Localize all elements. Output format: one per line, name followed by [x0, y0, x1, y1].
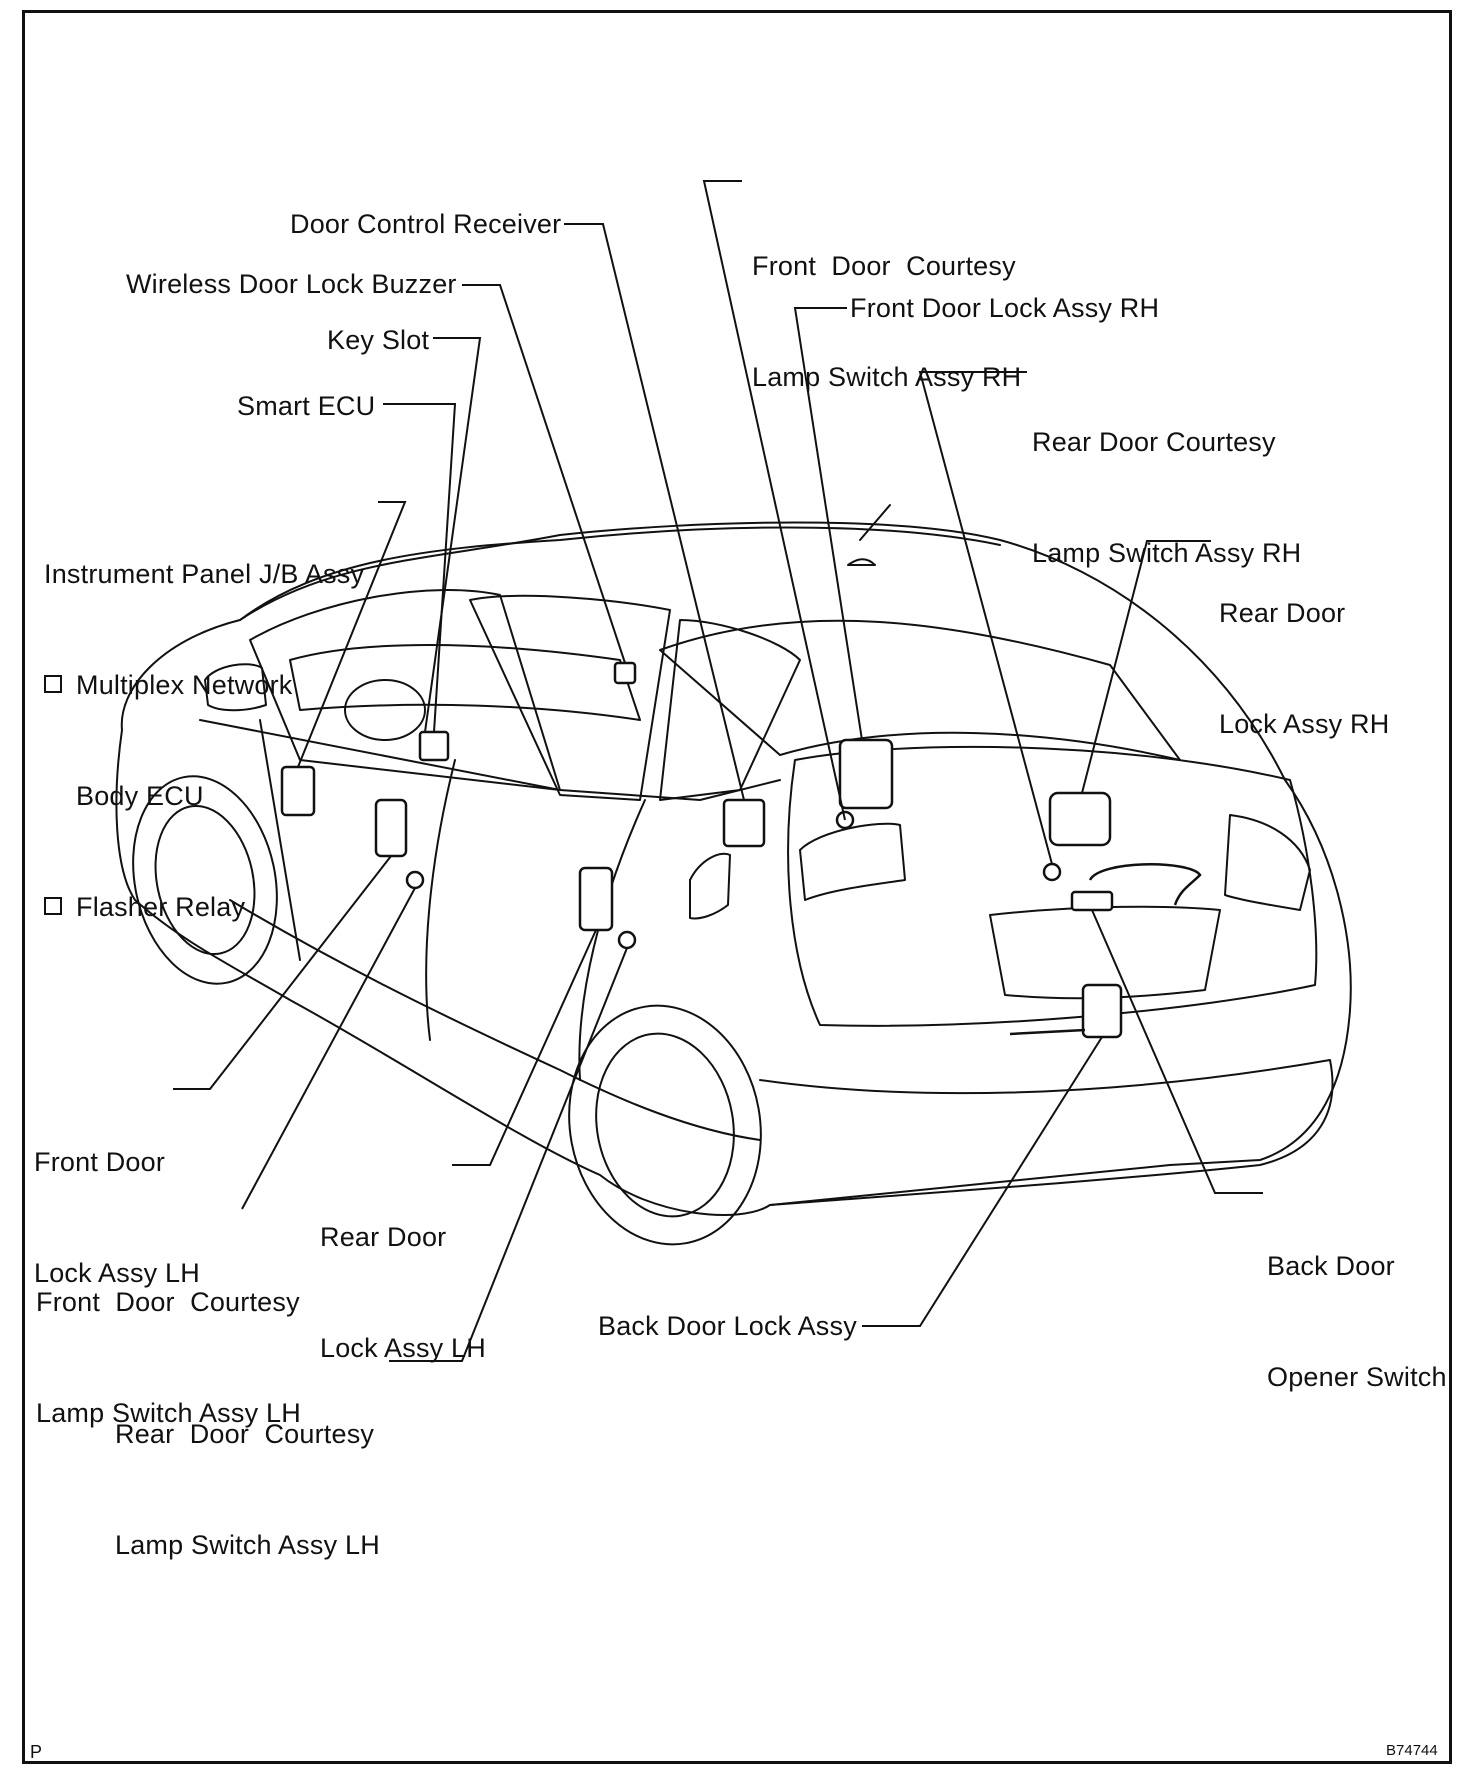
side-mirror — [204, 663, 267, 712]
front-wheel-outer — [132, 775, 278, 985]
label-front-door-lock-rh: Front Door Lock Assy RH — [850, 293, 1160, 323]
front-door-line — [259, 719, 301, 961]
leader-front-door-lock-rh — [793, 307, 863, 741]
corner-mark: P — [30, 1742, 43, 1762]
instrument-panel-item-1: Multiplex Network — [44, 667, 364, 704]
figure-id: B74744 — [1386, 1742, 1438, 1759]
rear-window — [659, 619, 1181, 761]
instrument-panel-item-2: Flasher Relay — [44, 889, 364, 926]
component-rear-door-lock-rh — [1048, 791, 1112, 847]
leader-wireless-buzzer — [462, 284, 626, 664]
component-wireless-buzzer — [613, 661, 637, 685]
component-back-door-lock — [1081, 983, 1123, 1039]
instrument-panel-title: Instrument Panel J/B Assy — [44, 559, 365, 589]
leader-rear-courtesy-rh — [918, 371, 1053, 865]
component-smart-ecu — [418, 730, 450, 762]
label-front-door-courtesy-lamp-switch-lh: Front Door Courtesy Lamp Switch Assy LH — [36, 1287, 301, 1428]
leader-front-courtesy-rh — [702, 180, 846, 821]
hatch-outline — [787, 745, 1318, 1027]
label-rear-door-lock-lh: Rear Door Lock Assy LH — [320, 1222, 486, 1363]
rear-wheel-inner — [595, 1032, 735, 1218]
beltline — [199, 719, 781, 801]
dashboard — [289, 644, 641, 721]
label-rear-door-courtesy-lamp-switch-rh: Rear Door Courtesy Lamp Switch Assy RH — [1032, 427, 1302, 568]
label-door-control-receiver: Door Control Receiver — [290, 209, 562, 239]
component-rear-courtesy-rh — [1042, 862, 1062, 882]
rear-wheel-outer — [568, 1004, 762, 1246]
checkbox-square-icon — [44, 897, 62, 915]
checkbox-square-icon — [44, 675, 62, 693]
component-rear-door-lock-lh — [578, 866, 614, 932]
wire-harness — [1088, 863, 1202, 906]
b-pillar-line — [425, 759, 456, 1041]
leader-rear-door-lock-rh — [1081, 540, 1211, 794]
label-instrument-panel-jb: Instrument Panel J/B Assy Multiplex Netw… — [44, 482, 364, 963]
leader-rear-door-lock-lh — [452, 929, 597, 1166]
leader-door-control-receiver — [564, 223, 745, 801]
label-wireless-door-lock-buzzer: Wireless Door Lock Buzzer — [126, 269, 457, 299]
leader-front-courtesy-lh — [241, 887, 416, 1210]
component-back-door-opener — [1070, 890, 1114, 912]
label-key-slot: Key Slot — [327, 325, 430, 355]
label-smart-ecu: Smart ECU — [237, 391, 376, 421]
leader-smart-ecu — [383, 403, 457, 733]
roof-antenna — [847, 504, 891, 566]
leader-back-door-opener — [1091, 909, 1263, 1194]
component-rear-courtesy-lh — [617, 930, 637, 950]
leader-rear-courtesy-lh — [389, 947, 628, 1362]
front-wheel-inner — [154, 804, 256, 956]
leader-key-slot — [424, 337, 482, 733]
component-front-door-lock-lh — [374, 798, 408, 858]
rear-door-line — [578, 799, 646, 1081]
fuel-door — [689, 852, 731, 920]
label-back-door-lock: Back Door Lock Assy — [598, 1311, 857, 1341]
tail-light-left — [799, 822, 906, 901]
label-back-door-opener-switch: Back Door Opener Switch — [1267, 1251, 1447, 1392]
side-window-front — [469, 594, 671, 801]
roof-line — [239, 526, 1001, 621]
rear-bumper — [759, 1059, 1334, 1206]
leader-front-door-lock-lh — [173, 855, 392, 1090]
component-door-control-receiver — [722, 798, 766, 848]
label-rear-door-lock-rh: Rear Door Lock Assy RH — [1219, 598, 1390, 739]
label-front-door-lock-lh: Front Door Lock Assy LH — [34, 1147, 200, 1288]
diagram-frame — [22, 10, 1452, 1764]
steering-wheel — [344, 679, 426, 741]
label-front-door-courtesy-lamp-switch-rh: Front Door Courtesy Lamp Switch Assy RH — [752, 251, 1022, 392]
rocker-line — [229, 899, 761, 1141]
leader-instrument-panel — [297, 501, 407, 768]
windshield — [249, 589, 561, 791]
label-rear-door-courtesy-lamp-switch-lh: Rear Door Courtesy Lamp Switch Assy LH — [115, 1419, 380, 1560]
back-door-lock-cable — [1009, 1028, 1086, 1036]
instrument-panel-item-1b: Body ECU — [76, 781, 204, 811]
component-front-courtesy-lh — [405, 870, 425, 890]
tail-light-right — [1224, 814, 1311, 911]
car-body-outline — [115, 521, 1352, 1216]
leader-back-door-lock — [862, 1036, 1103, 1327]
component-front-door-lock-rh — [838, 738, 894, 810]
